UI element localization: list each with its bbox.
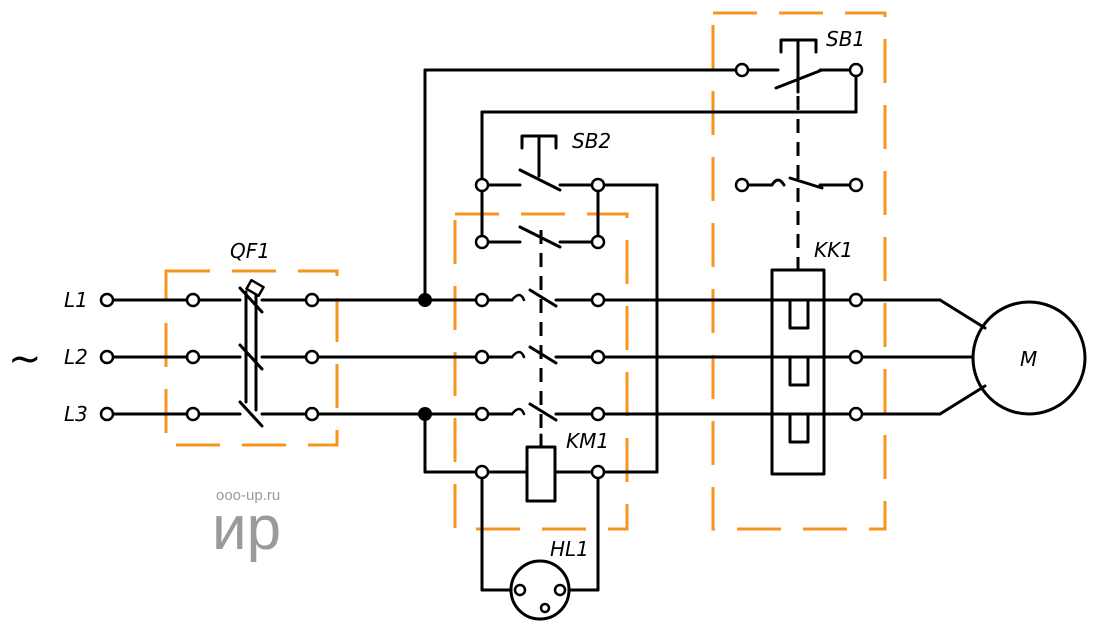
km1-frame: [453, 212, 629, 531]
ac-symbol: ~: [8, 336, 42, 382]
phase-label-l2: L2: [64, 345, 88, 369]
thermal-relay-kk1: KK1: [770, 238, 853, 476]
stop-button-sb1: SB1: [740, 27, 865, 270]
km1-label: KM1: [566, 429, 609, 453]
control-wiring: KM1: [423, 68, 744, 503]
hl1-label: HL1: [550, 537, 589, 561]
kk1-label: KK1: [814, 238, 853, 262]
qf1-label: QF1: [230, 239, 270, 263]
motor-m: M: [971, 300, 1087, 416]
sb1-kk1-frame: [711, 11, 887, 531]
phase-label-l1: L1: [64, 288, 88, 312]
circuit-breaker-qf1: QF1: [230, 239, 270, 428]
watermark: ooo-up.ru ир: [212, 487, 281, 563]
start-button-sb2: SB2: [480, 70, 858, 474]
motor-label: M: [1020, 347, 1037, 371]
supply-input: ~ L1 L2 L3: [8, 288, 88, 426]
terminals: [99, 62, 864, 480]
watermark-logo: ир: [212, 494, 281, 563]
junction-nodes: [418, 293, 432, 421]
contactor-km1-contacts: [510, 230, 558, 445]
power-lines: [105, 298, 987, 416]
phase-label-l3: L3: [64, 402, 88, 426]
watermark-site: ooo-up.ru: [216, 487, 280, 504]
sb2-label: SB2: [572, 129, 611, 153]
indicator-lamp-hl1: HL1: [480, 470, 600, 621]
sb1-label: SB1: [826, 27, 865, 51]
